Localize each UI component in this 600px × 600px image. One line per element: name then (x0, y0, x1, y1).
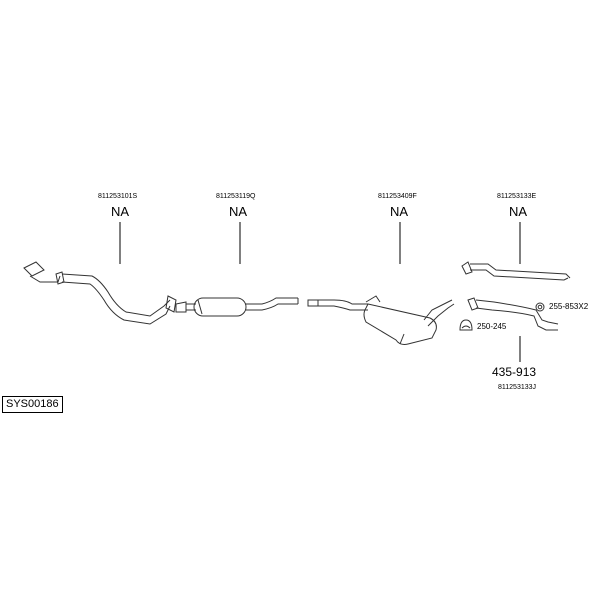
availability-label: NA (390, 204, 409, 219)
availability-label: NA (509, 204, 528, 219)
hanger-bracket-icon (459, 319, 473, 331)
diagram-id-box: SYS00186 (2, 396, 63, 413)
part-number-label: 811253119Q (216, 193, 256, 200)
front-pipe (23, 261, 177, 325)
part-number-label: 811253101S (98, 193, 138, 200)
part-number-label: 811253133E (497, 193, 537, 200)
availability-label: NA (229, 204, 248, 219)
rear-silencer (307, 295, 455, 345)
accessory-code-label: 250-245 (477, 322, 507, 331)
part-number-label: 811253409F (378, 193, 417, 200)
tail-pipe-lower (467, 297, 559, 331)
center-silencer (175, 297, 299, 317)
tail-pipe-upper (461, 261, 571, 281)
clamp-icon (535, 302, 545, 312)
leader-lines (119, 222, 521, 362)
availability-label: NA (111, 204, 130, 219)
catalog-number-label: 435-913 (492, 365, 537, 379)
accessory-code-label: 255-853X2 (549, 302, 589, 311)
part-number-label: 811253133J (498, 384, 537, 391)
